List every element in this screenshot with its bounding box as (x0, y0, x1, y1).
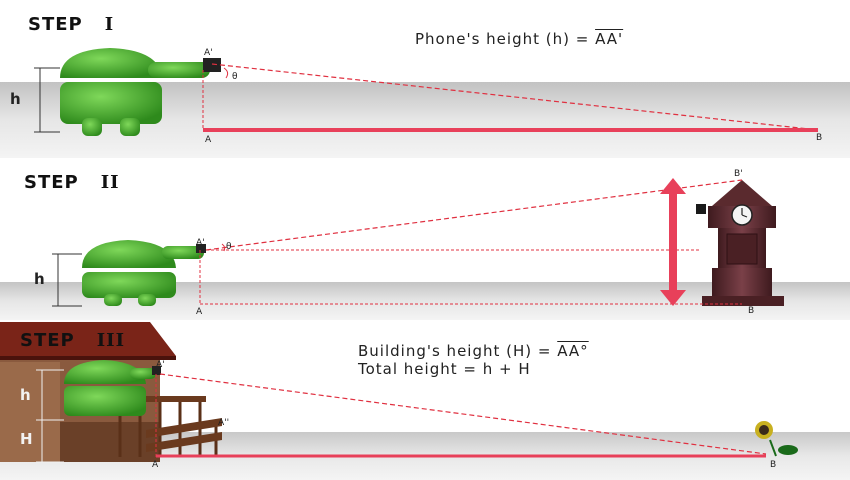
angle-theta: θ (226, 242, 232, 252)
android-figure (64, 360, 156, 416)
angle-arc (223, 67, 229, 79)
point-a-double-prime: A'' (218, 418, 230, 428)
formula-building-height: Building's height (H) = AA° (358, 342, 589, 360)
point-a: A (205, 135, 212, 145)
height-label-h: h (10, 90, 21, 108)
height-brackets (36, 369, 64, 463)
point-a-prime: A' (196, 238, 205, 248)
angle-theta: θ (232, 72, 238, 82)
point-b: B (770, 460, 777, 470)
height-label-h: h (34, 270, 45, 288)
phone (152, 366, 161, 375)
flower (755, 421, 798, 457)
tower-height-arrow (660, 178, 686, 306)
point-a-prime: A' (204, 48, 213, 58)
sight-line (159, 373, 767, 455)
angle-arc (221, 243, 226, 252)
step-2-scene (0, 178, 850, 320)
step-1-scene (0, 48, 850, 158)
height-bracket (34, 67, 60, 133)
formula: Phone's height (h) = AA' (415, 30, 624, 48)
height-label-h: h (20, 386, 31, 404)
point-b: B (816, 133, 823, 143)
clock-tower (696, 180, 784, 306)
height-bracket (52, 253, 82, 307)
point-b: B (748, 306, 755, 316)
phone (196, 244, 206, 253)
sight-line-top (205, 179, 743, 251)
height-label-building: H (20, 430, 33, 448)
android-figure (82, 240, 204, 306)
sight-line (211, 63, 819, 131)
phone (203, 58, 221, 72)
point-a: A (152, 460, 159, 470)
point-a: A (196, 307, 203, 317)
formula-total-height: Total height = h + H (358, 360, 531, 378)
point-b-prime: B' (734, 169, 743, 179)
android-figure (60, 48, 210, 136)
step-3-scene (0, 322, 850, 480)
point-a-prime: A' (156, 360, 165, 370)
